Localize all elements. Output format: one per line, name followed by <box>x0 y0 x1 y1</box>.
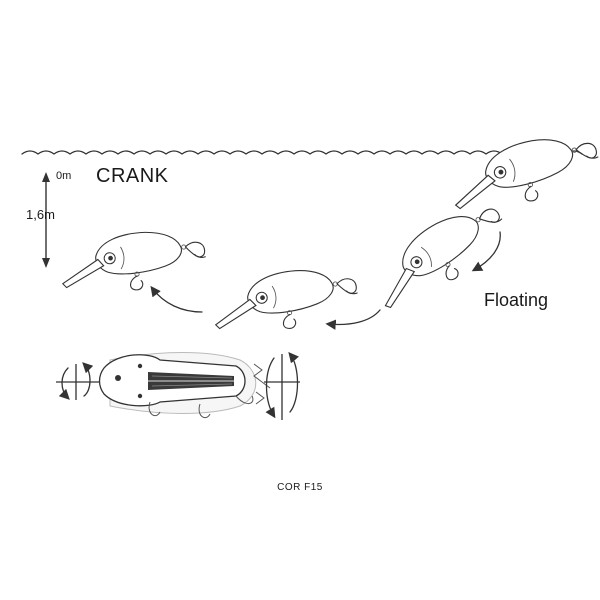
wobble-indicator-right <box>264 352 300 420</box>
diagram-title: CRANK <box>96 165 169 187</box>
wobble-indicator-left <box>56 362 100 400</box>
lure-running-deep <box>209 261 362 340</box>
depth-arrow-top-head <box>42 172 50 182</box>
depth-label-bottom: 1,6m <box>26 207 55 222</box>
path-arrow-dive-to-deep <box>325 309 381 330</box>
lure-rising <box>57 225 209 299</box>
path-arrow-deep-to-rise <box>150 285 203 313</box>
color-caption: COR F15 <box>277 482 323 493</box>
lure-at-surface <box>444 125 600 220</box>
depth-label-top: 0m <box>56 170 72 182</box>
water-surface <box>21 150 583 155</box>
lure-top-view <box>98 352 271 419</box>
depth-arrow-bottom-head <box>42 258 50 268</box>
action-label: Floating <box>484 290 549 310</box>
path-arrow-surface-to-dive <box>471 231 501 272</box>
